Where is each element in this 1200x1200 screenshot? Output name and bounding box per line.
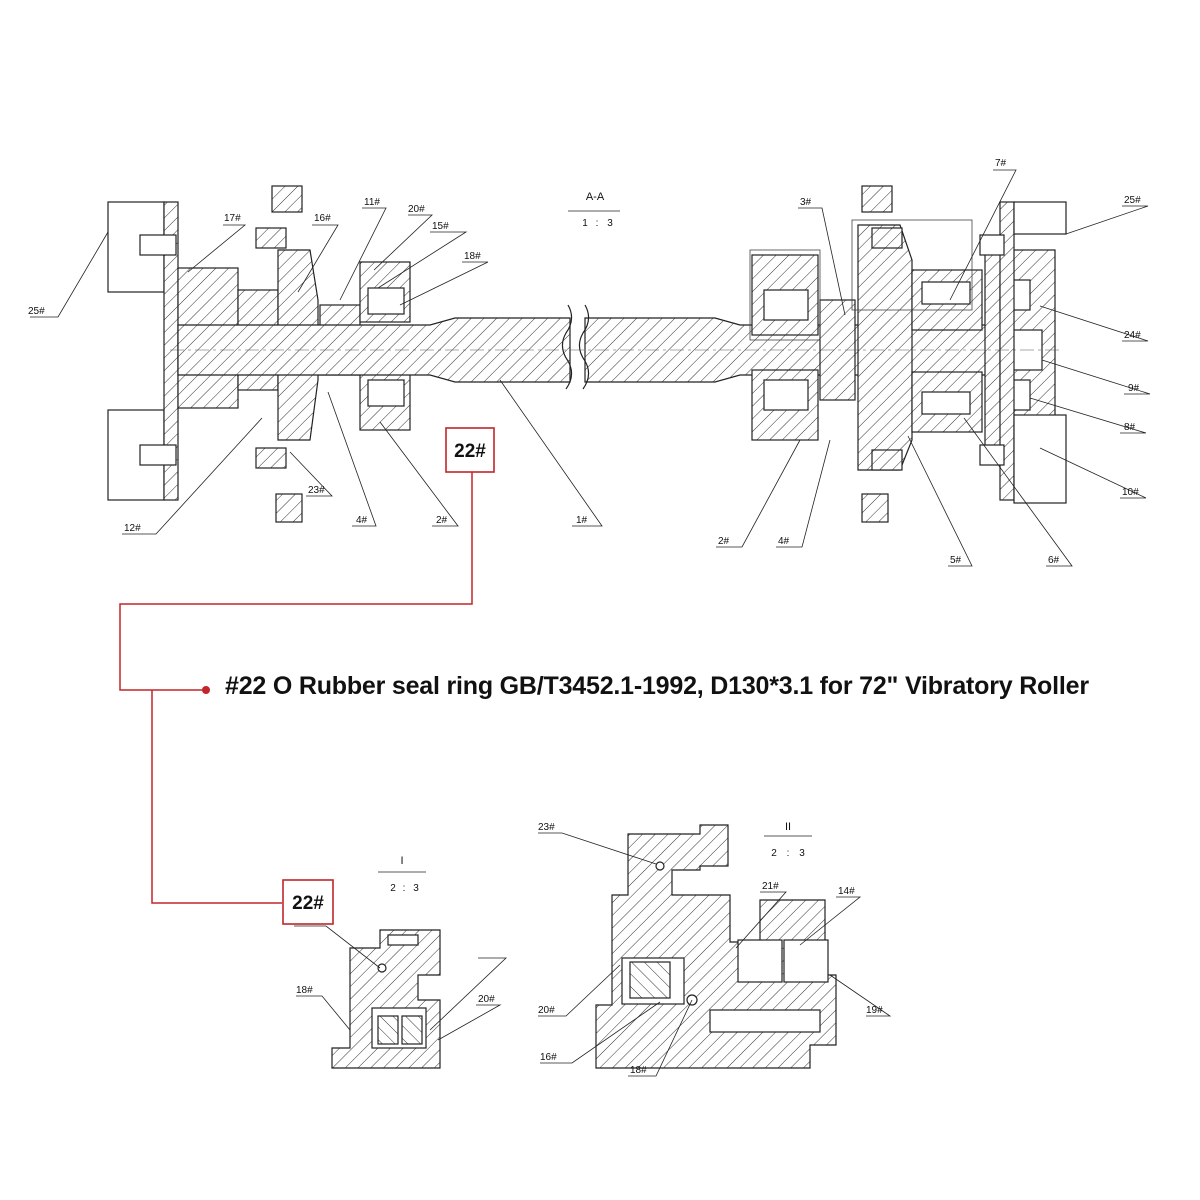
part-label: 10# [1122,487,1139,498]
detail-i-scale-right: 3 [413,883,419,894]
part-label: 12# [124,523,141,534]
svg-text::: : [403,883,406,894]
detail-ii-title: II [785,821,791,833]
callout-top-label: 22# [454,441,486,462]
part-label: 16# [540,1052,557,1063]
detail-view-ii [595,824,837,1069]
part-caption: #22 O Rubber seal ring GB/T3452.1-1992, … [225,672,1089,700]
part-label: 9# [1128,383,1140,394]
svg-text::: : [596,218,599,229]
part-label: 14# [838,886,855,897]
part-label: 20# [408,204,425,215]
part-label: 4# [356,515,368,526]
main-section-view [107,185,1067,523]
callout-dot [202,686,210,694]
right-plate-top [1013,201,1067,235]
main-part-labels: 25# 17# 16# 11# 20# 15# 18# 12# 23# 4# 2… [28,158,1141,566]
detail-i-scale-left: 2 [390,883,396,894]
detail-ii-scale-left: 2 [771,848,777,859]
callout-bottom-box [282,879,334,925]
part-label: 2# [436,515,448,526]
right-plate-bottom [1013,414,1067,504]
detail-i-title: I [400,855,403,867]
section-a-scale-right: 3 [607,218,613,229]
part-label: 19# [866,1005,883,1016]
part-label: 1# [576,515,588,526]
part-label: 25# [28,306,45,317]
section-a-scale-left: 1 [582,218,588,229]
part-label: 3# [800,197,812,208]
part-label: 4# [778,536,790,547]
part-label: 20# [478,994,495,1005]
part-label: 18# [296,985,313,996]
part-label: 23# [308,485,325,496]
part-label: 20# [538,1005,555,1016]
callout-bottom-label: 22# [292,893,324,914]
part-label: 21# [762,881,779,892]
part-label: 11# [364,197,380,208]
part-label: 7# [995,158,1007,169]
main-leader-lines [30,169,1151,567]
part-label: 5# [950,555,962,566]
detail-ii-leaders [538,832,892,1077]
part-label: 18# [630,1065,647,1076]
right-flange [999,201,1015,501]
part-label: 24# [1124,330,1141,341]
part-label: 25# [1124,195,1141,206]
callout-top: 2 2# [119,427,495,904]
detail-ii-scale-right: 3 [799,848,805,859]
part-label: 8# [1124,422,1136,433]
part-label: 16# [314,213,331,224]
part-label: 15# [432,221,449,232]
part-label: 6# [1048,555,1060,566]
part-label: 18# [464,251,481,262]
detail-view-i [331,929,441,1069]
section-a-title: A-A [586,191,605,203]
part-label: 2# [718,536,730,547]
svg-text::: : [787,848,790,859]
detail-i-leaders [294,925,508,1041]
part-label: 17# [224,213,241,224]
part-label: 23# [538,822,555,833]
